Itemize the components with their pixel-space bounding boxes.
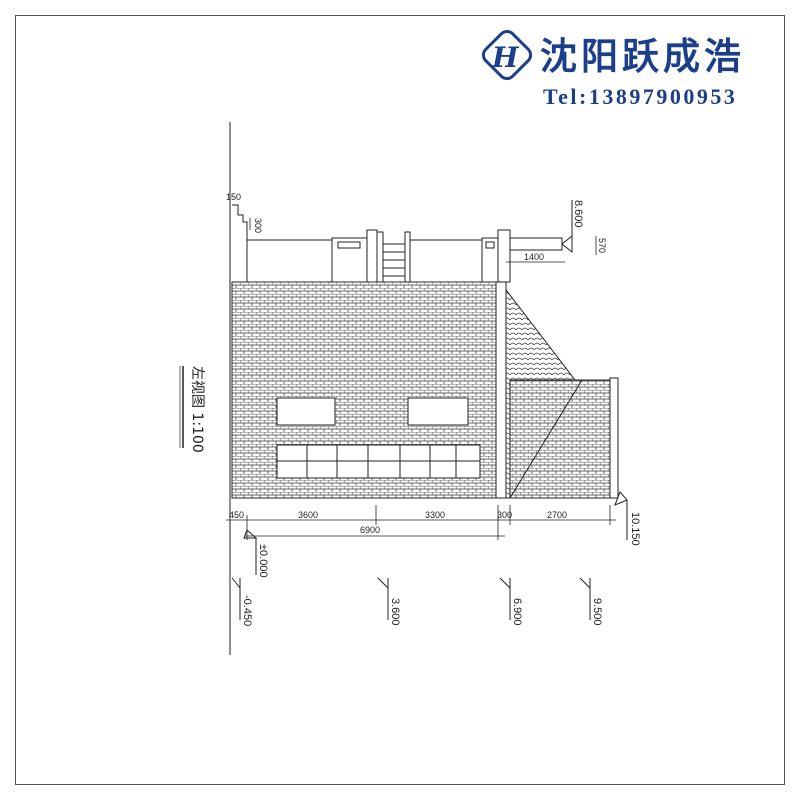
level-3600: 3.600	[389, 598, 401, 626]
level-labels: 8.600 10.150 ±0.000 -0.450 3.600 6.900 9…	[241, 200, 641, 626]
side-pillar	[609, 377, 619, 499]
windows	[276, 397, 481, 479]
top-dimension-labels: 150 300 570 1400	[226, 192, 607, 262]
parapet	[232, 200, 573, 283]
dim-6900: 6900	[360, 525, 380, 535]
logo-icon: H	[481, 29, 533, 81]
level-9500: 9.500	[591, 598, 603, 626]
level-6900: 6.900	[511, 598, 523, 626]
dim-300b: 300	[497, 510, 512, 520]
level-neg-0450: -0.450	[241, 595, 253, 626]
phone-number: Tel:13897900953	[543, 84, 738, 109]
level-markers	[231, 491, 628, 620]
dim-300: 300	[253, 218, 263, 233]
roof-edge	[509, 379, 583, 499]
drawing-title: 左视图 1:100	[189, 366, 205, 453]
logo-mark: H	[481, 29, 533, 81]
bottom-dimension-labels: 450 3600 3300 300 2700 6900	[229, 510, 567, 535]
level-8600: 8.600	[572, 200, 584, 228]
level-10150: 10.150	[629, 512, 641, 546]
dim-1400: 1400	[524, 252, 544, 262]
dim-150: 150	[226, 192, 241, 202]
window-upper-left	[276, 397, 336, 426]
side-brick-wall	[509, 379, 611, 499]
svg-text:H: H	[491, 41, 520, 74]
dimension-lines	[226, 218, 616, 540]
dim-3300: 3300	[425, 510, 445, 520]
dim-570: 570	[597, 238, 607, 253]
dim-2700: 2700	[547, 510, 567, 520]
window-upper-right	[407, 397, 469, 426]
drawing-frame	[15, 15, 785, 785]
brand-name: 沈阳跃成浩	[540, 34, 745, 78]
corner-pillar	[495, 281, 507, 499]
dim-3600: 3600	[298, 510, 318, 520]
dim-450: 450	[229, 510, 244, 520]
level-0000: ±0.000	[257, 544, 269, 578]
